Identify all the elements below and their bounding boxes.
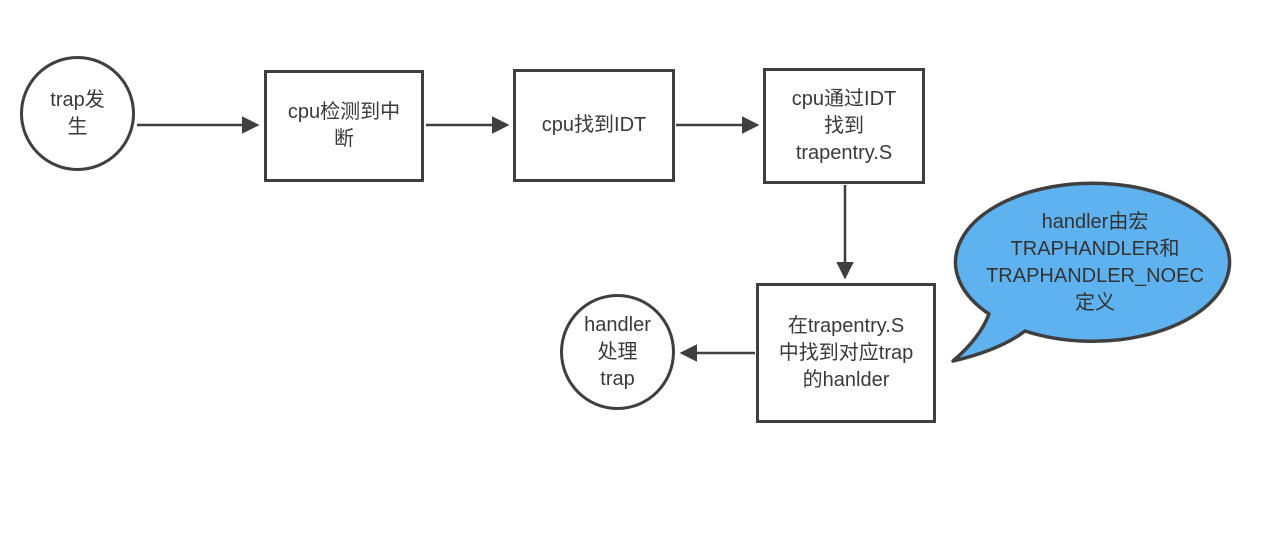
node-find-handler-in-trapentry-label: 在trapentry.S 中找到对应trap 的hanlder bbox=[778, 314, 914, 391]
node-cpu-finds-idt-label: cpu找到IDT bbox=[541, 114, 647, 136]
callout-macro-note: handler由宏 TRAPHANDLER和 TRAPHANDLER_NOEC … bbox=[986, 211, 1204, 314]
node-cpu-detects-interrupt-label: cpu检测到中 断 bbox=[287, 101, 401, 150]
node-find-handler-in-trapentry: 在trapentry.S 中找到对应trap 的hanlder bbox=[756, 283, 936, 423]
node-handler-handles-trap-label: handler 处理 trap bbox=[584, 313, 651, 390]
node-cpu-via-idt-finds-trapentry: cpu通过IDT 找到 trapentry.S bbox=[763, 68, 925, 184]
node-cpu-detects-interrupt: cpu检测到中 断 bbox=[264, 70, 424, 182]
callout-bubble-shape bbox=[951, 181, 1232, 363]
node-handler-handles-trap: handler 处理 trap bbox=[560, 294, 675, 410]
node-trap-occurs-label: trap发 生 bbox=[50, 88, 105, 138]
node-cpu-finds-idt: cpu找到IDT bbox=[513, 69, 675, 182]
node-cpu-via-idt-finds-trapentry-label: cpu通过IDT 找到 trapentry.S bbox=[791, 87, 897, 164]
node-trap-occurs: trap发 生 bbox=[20, 56, 135, 171]
